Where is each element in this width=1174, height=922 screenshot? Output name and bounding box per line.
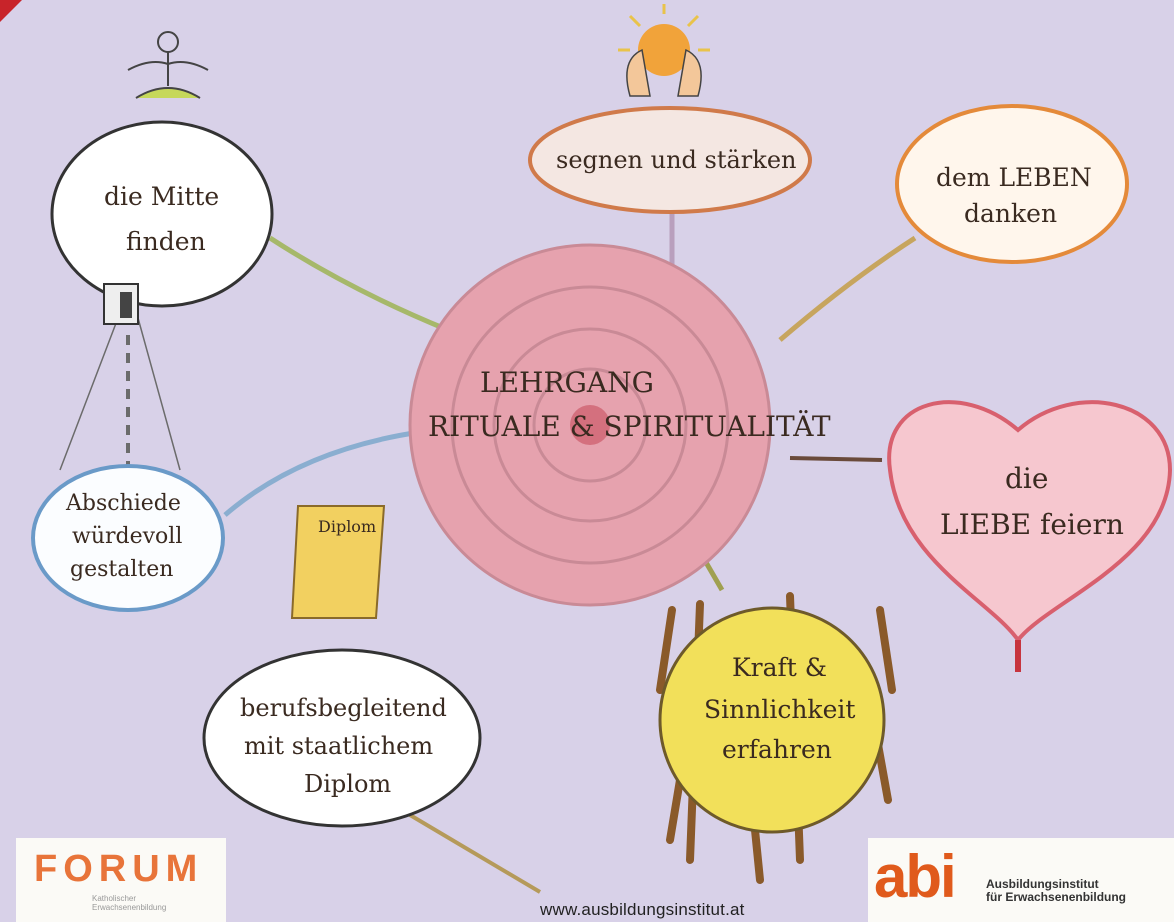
node-kraft-line2: Sinnlichkeit <box>704 695 855 724</box>
abi-logo-text: Ausbildungsinstitut für Erwachsenenbildu… <box>986 878 1126 904</box>
node-liebe: die LIEBE feiern <box>887 400 1173 672</box>
website-url[interactable]: www.ausbildungsinstitut.at <box>540 900 745 919</box>
node-leben-line1: dem LEBEN <box>936 163 1092 192</box>
node-liebe-line1: die <box>1005 462 1048 495</box>
node-abschied-line1: Abschiede <box>65 491 181 516</box>
center-title-1: LEHRGANG <box>480 366 654 399</box>
center-title-2: RITUALE & SPIRITUALITÄT <box>428 410 831 443</box>
node-beruf-line2: mit staatlichem <box>244 732 433 760</box>
meditating-person-icon <box>127 31 209 99</box>
center-spiral: LEHRGANG RITUALE & SPIRITUALITÄT <box>408 243 831 607</box>
node-beruf-line1: berufsbegleitend <box>240 694 447 722</box>
diploma-label: Diplom <box>318 517 376 536</box>
node-leben-line2: danken <box>964 199 1057 228</box>
node-beruf: berufsbegleitend mit staatlichem Diplom <box>202 648 482 828</box>
forum-logo: FORUM Katholischer Erwachsenenbildung <box>16 838 226 922</box>
lantern-icon <box>103 283 139 325</box>
connectors <box>59 212 917 894</box>
node-mitte-line1: die Mitte <box>104 182 219 211</box>
connector-abschied <box>223 429 421 517</box>
connector-liebe <box>789 456 883 462</box>
connector-url <box>408 813 542 894</box>
node-kraft: Kraft & Sinnlichkeit erfahren <box>658 606 886 834</box>
node-leben: dem LEBEN danken <box>895 104 1129 264</box>
lantern-beam <box>59 317 181 471</box>
node-kraft-line1: Kraft & <box>732 653 827 682</box>
abi-logo-line2: für Erwachsenenbildung <box>986 890 1127 904</box>
blessing-hands-sun-icon <box>618 4 710 97</box>
node-beruf-line3: Diplom <box>304 770 391 798</box>
node-segnen-label: segnen und stärken <box>556 146 796 174</box>
node-liebe-line2: LIEBE feiern <box>940 508 1124 541</box>
node-mitte-line2: finden <box>126 227 206 256</box>
node-segnen: segnen und stärken <box>528 106 812 214</box>
diploma-paper: Diplom <box>290 505 386 619</box>
abi-logo: abi Ausbildungsinstitut für Erwachsenenb… <box>868 838 1174 922</box>
abi-logo-line1: Ausbildungsinstitut <box>986 877 1099 891</box>
corner-ribbon <box>0 0 22 22</box>
node-abschied-line3: gestalten <box>70 557 173 582</box>
node-kraft-line3: erfahren <box>722 735 832 764</box>
connector-mitte <box>268 235 449 333</box>
node-abschied-line2: würdevoll <box>72 524 182 549</box>
node-mitte: die Mitte finden <box>50 120 274 308</box>
abi-logo-mark: abi <box>874 843 957 910</box>
forum-logo-sub: Katholischer Erwachsenenbildung <box>92 894 167 912</box>
node-abschied: Abschiede würdevoll gestalten <box>31 464 225 612</box>
connector-leben <box>778 235 917 342</box>
forum-logo-name: FORUM <box>34 848 204 890</box>
